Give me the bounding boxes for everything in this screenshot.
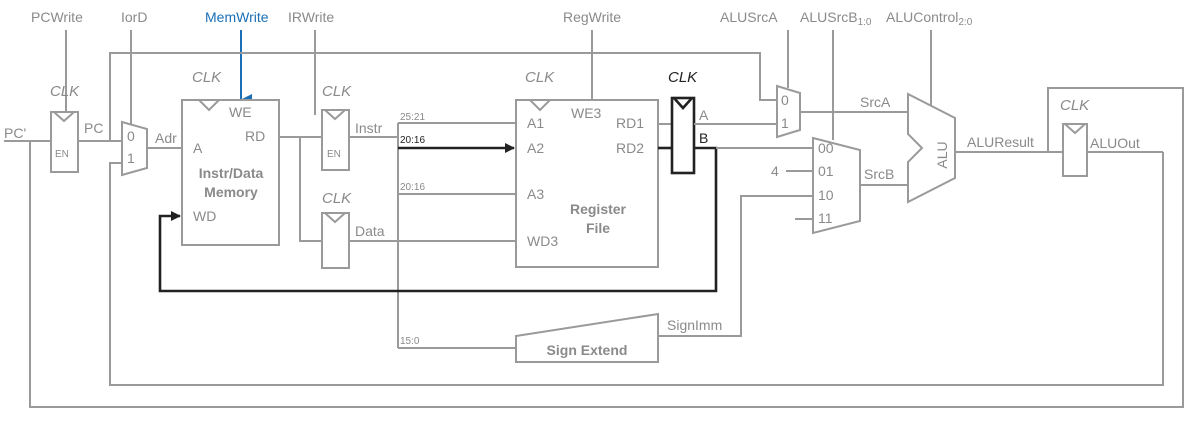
srcb-mux-in01: 01 [818,163,834,179]
rf-title-2: File [586,220,610,236]
aluresult-to-pc-wire [29,87,1184,408]
aluout-clk-label: CLK [1060,97,1090,114]
rf-we3-label: WE3 [571,105,602,121]
signimm-wire [658,195,813,337]
pcwrite-label: PCWrite [31,9,83,25]
mem-rd-label: RD [245,128,265,144]
field-20-16-b: 20:16 [400,182,425,193]
alusrca-label: ALUSrcA [720,9,778,25]
srca-mux-in0: 0 [781,92,789,108]
pc-label: PC [84,120,103,136]
regwrite-label: RegWrite [563,9,621,25]
mem-title-2: Memory [204,184,258,200]
srcb-mux-in11: 11 [818,210,833,226]
pcprime-label: PC' [4,125,26,141]
data-register [321,212,350,269]
rf-a2-label: A2 [527,140,544,156]
alucontrol-label: ALUControl2:0 [886,9,973,28]
rf-a3-label: A3 [527,186,544,202]
register-file [515,99,659,268]
rf-wd3-label: WD3 [527,233,558,249]
pc-to-srca-wire [109,52,777,141]
srcb-mux-in10: 10 [818,187,834,203]
adr-label: Adr [155,130,177,146]
adr-mux-in0: 0 [127,128,135,144]
srca-mux-in1: 1 [781,115,789,131]
srca-mux [776,84,801,139]
rf-a1-label: A1 [527,115,544,131]
ir-clk-label: CLK [322,83,352,100]
data-reg-clock-icon [324,212,346,224]
ir-en-label: EN [327,149,341,160]
mem-we-label: WE [229,104,252,120]
mem-clk-label: CLK [192,69,222,86]
ab-clock-icon [673,97,693,110]
pc-clock-icon [53,111,75,123]
rf-rd2-label: RD2 [616,140,644,156]
alu-label: ALU [934,141,950,168]
field-20-16: 20:16 [400,135,425,146]
instr-label: Instr [355,120,383,136]
reg-b-label: B [699,130,708,146]
memwrite-label: MemWrite [205,9,269,25]
pc-en-label: EN [55,149,69,160]
signimm-label: SignImm [667,317,722,333]
sign-extend-label: Sign Extend [547,342,628,358]
adr-mux [121,120,148,177]
pc-clk-label: CLK [50,83,80,100]
mem-clock-icon [198,99,220,112]
sign-extend-unit [515,312,659,363]
rf-title-1: Register [570,201,627,217]
instr-data-memory [181,99,280,246]
ir-clock-icon [324,109,346,121]
mem-a-label: A [193,140,203,156]
b-to-mem-wd-path [158,146,718,293]
mem-title-1: Instr/Data [199,165,264,181]
field-25-21: 25:21 [400,112,425,123]
aluout-label: ALUOut [1090,135,1140,151]
constant-four-label: 4 [771,163,779,179]
mem-wd-label: WD [193,208,216,224]
iord-label: IorD [121,9,147,25]
data-label: Data [355,223,385,239]
srca-label: SrcA [860,94,891,110]
srcb-mux-in00: 00 [818,140,834,156]
instr-register [321,109,350,171]
aluresult-label: ALUResult [967,134,1034,150]
reg-a-label: A [699,107,709,123]
data-reg-clk-label: CLK [322,190,352,207]
rf-clk-label: CLK [525,69,555,86]
field-15-0: 15:0 [400,336,420,347]
ab-clk-label: CLK [668,69,698,86]
alusrcb-label: ALUSrcB1:0 [800,9,872,28]
rf-clock-icon [529,99,551,112]
ab-register [670,96,696,175]
srcb-mux [812,136,861,235]
aluout-clock-icon [1064,123,1086,135]
adr-mux-in1: 1 [127,150,135,166]
alu [907,92,956,204]
aluout-to-adr-mux-wire [109,152,1164,386]
irwrite-label: IRWrite [288,9,334,25]
rd-to-data-wire [299,137,322,242]
srcb-label: SrcB [864,166,894,182]
rf-rd1-label: RD1 [616,115,644,131]
